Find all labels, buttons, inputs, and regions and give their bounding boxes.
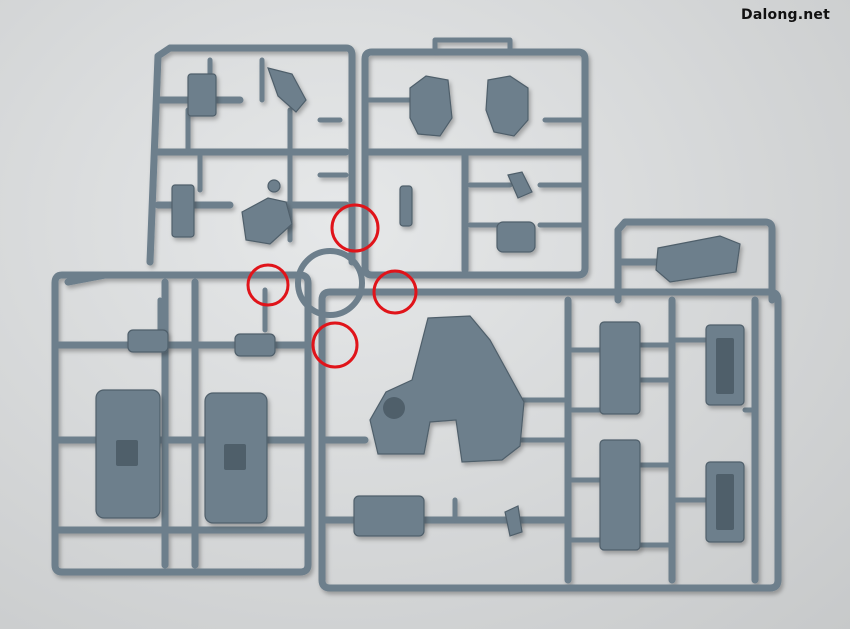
- model-parts: [95, 67, 745, 551]
- highlight-circle: [330, 203, 380, 253]
- highlight-circle: [372, 269, 418, 315]
- highlight-circle: [311, 321, 359, 369]
- highlight-circle: [246, 263, 290, 307]
- highlight-circles: [246, 203, 418, 369]
- watermark-text: Dalong.net: [741, 7, 830, 23]
- ring-runner: [295, 248, 365, 318]
- sprue-runners: [51, 37, 782, 592]
